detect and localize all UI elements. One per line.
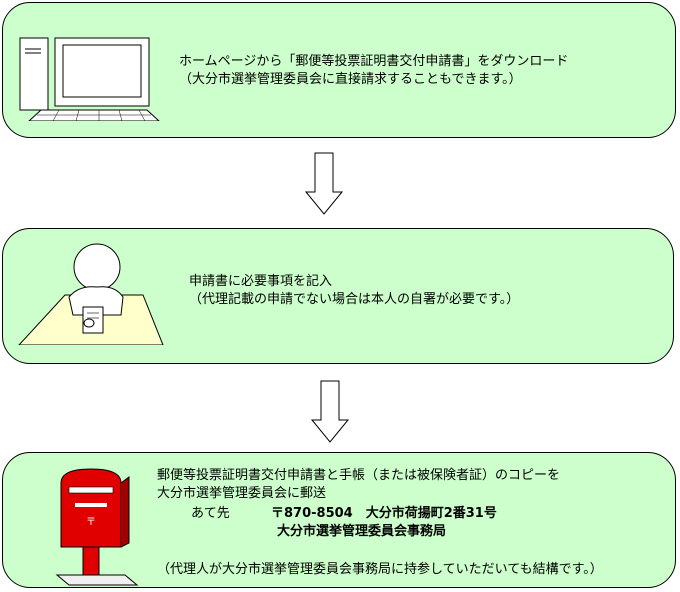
office-name: 大分市選挙管理委員会事務局 [277,524,447,539]
step-1-line-1: ホームページから「郵便等投票証明書交付申請書」をダウンロード [179,54,569,69]
step-1-box: ホームページから「郵便等投票証明書交付申請書」をダウンロード （大分市選挙管理委… [2,2,676,138]
step-3-line-1: 郵便等投票証明書交付申請書と手帳（または被保険者証）のコピーを [157,468,561,483]
mailbox-icon: 〒 [53,463,139,587]
computer-icon [19,37,161,121]
step-1-line-2: （大分市選挙管理委員会に直接請求することもできます。） [179,72,522,87]
step-3-note: （代理人が大分市選挙管理委員会事務局に持参していただいても結構です。） [157,562,603,577]
step-2-line-2: （代理記載の申請でない場合は本人の自署が必要です。） [189,292,520,307]
step-2-box: 申請書に必要事項を記入 （代理記載の申請でない場合は本人の自署が必要です。） [2,228,674,364]
down-arrow-icon [310,380,350,444]
down-arrow-icon [304,152,344,216]
postal-address: 〒870-8504 大分市荷揚町2番31号 [271,506,497,521]
step-3-line-2: 大分市選挙管理委員会に郵送 [157,486,327,501]
step-3-box: 〒 郵便等投票証明書交付申請書と手帳（または被保険者証）のコピーを 大分市選挙管… [2,452,676,588]
person-writing-icon [17,241,167,345]
svg-text:〒: 〒 [86,517,96,528]
address-label: あて先 [191,506,230,521]
step-2-line-1: 申請書に必要事項を記入 [189,274,333,289]
